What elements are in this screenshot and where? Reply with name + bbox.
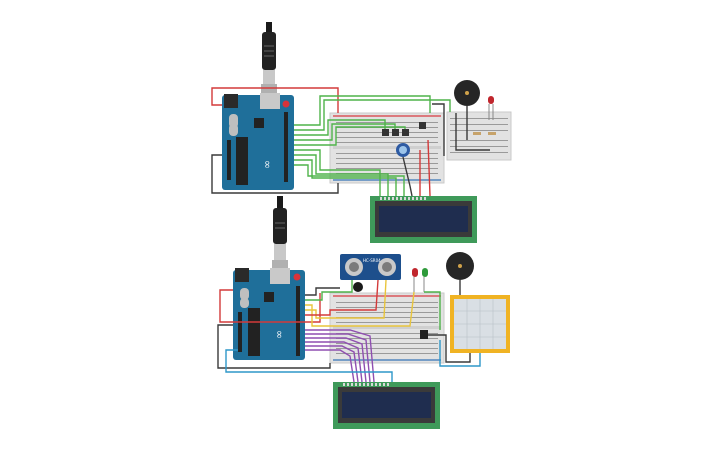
buzzer-top[interactable] — [454, 80, 480, 106]
round-button[interactable] — [353, 282, 363, 292]
arduino-logo-bottom: ∞ — [273, 330, 286, 339]
led-top[interactable] — [488, 96, 494, 120]
sensor-label: HC-SR04 — [363, 258, 381, 263]
push-button-3[interactable] — [402, 129, 409, 136]
wires-bottom — [217, 279, 481, 383]
push-button-1[interactable] — [382, 129, 389, 136]
breadboard-bottom[interactable] — [329, 292, 445, 364]
circuit-bottom: ∞ HC-SR04 — [217, 196, 510, 429]
led-bottom-green[interactable] — [422, 268, 428, 292]
arduino-board-bottom[interactable]: ∞ — [233, 268, 305, 360]
arduino-logo-top: ∞ — [261, 160, 274, 169]
potentiometer-top[interactable] — [396, 143, 410, 157]
lcd-bottom[interactable] — [333, 382, 440, 429]
usb-cable-top[interactable] — [261, 22, 277, 96]
mini-breadboard-top[interactable] — [446, 111, 512, 161]
keypad[interactable] — [450, 295, 510, 353]
usb-cable-bottom[interactable] — [272, 196, 288, 272]
circuit-top: ∞ — [211, 22, 512, 243]
wires-top — [211, 87, 490, 197]
lcd-top[interactable] — [370, 196, 477, 243]
push-button-2[interactable] — [392, 129, 399, 136]
buzzer-bottom[interactable] — [446, 252, 474, 280]
ultrasonic-sensor[interactable]: HC-SR04 — [340, 254, 401, 280]
led-bottom-red[interactable] — [412, 268, 418, 292]
arduino-board-top[interactable]: ∞ — [222, 93, 294, 190]
